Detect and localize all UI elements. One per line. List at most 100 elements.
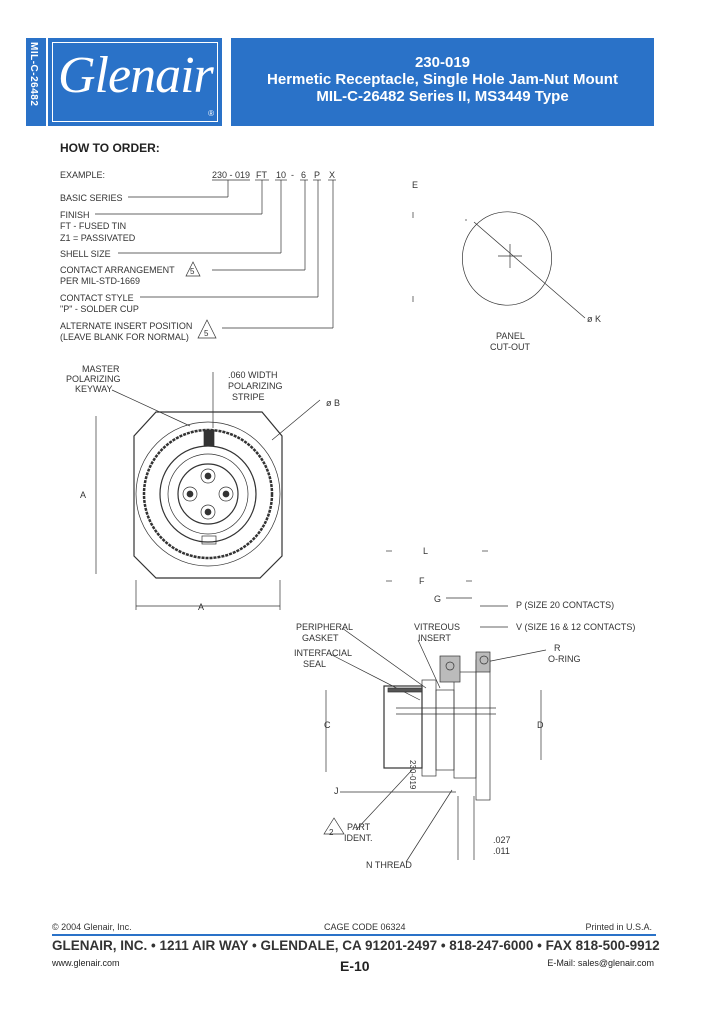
- polarizing-stripe: [203, 429, 215, 447]
- insert-label: INSERT: [418, 633, 451, 643]
- note-triangle-part: [323, 817, 345, 835]
- master-keyway-leader: [111, 389, 191, 427]
- dim-011: .011: [493, 846, 510, 856]
- jam-nut-section: [435, 689, 455, 771]
- gasket-hatch: [439, 655, 461, 683]
- shell-outer: [159, 445, 257, 543]
- page-number: E-10: [340, 958, 370, 974]
- example-code-dash: -: [291, 170, 294, 180]
- seal-label: SEAL: [303, 659, 327, 669]
- finish-label: FINISH: [60, 210, 90, 220]
- seal-band: [387, 687, 423, 693]
- example-label: EXAMPLE:: [60, 170, 106, 180]
- ident-label: IDENT.: [344, 833, 373, 843]
- email[interactable]: E-Mail: sales@glenair.com: [547, 958, 654, 968]
- dim-g: G: [434, 594, 442, 604]
- n-thread-leader: [405, 789, 453, 863]
- flange-section: [421, 679, 437, 777]
- per-mil-std: PER MIL-STD-1669: [60, 276, 141, 286]
- o-ring: [479, 655, 489, 665]
- dim-c: C: [324, 720, 331, 730]
- front-flange: [135, 421, 281, 567]
- contact-2: [182, 486, 198, 502]
- stripe-width-label: .060 WIDTH: [228, 370, 278, 380]
- example-code-shell: 10: [276, 170, 287, 180]
- cutout-label: CUT-OUT: [490, 342, 530, 352]
- contact-style-label: CONTACT STYLE: [60, 293, 134, 303]
- b-leader: [271, 399, 321, 441]
- dim-b: ø B: [326, 398, 341, 408]
- footer-rule: [52, 934, 656, 936]
- example-code-style: P: [314, 170, 321, 180]
- dim-p: P (SIZE 20 CONTACTS): [516, 600, 615, 610]
- k-leader: [473, 221, 586, 319]
- website[interactable]: www.glenair.com: [52, 958, 120, 968]
- shell-inner: [167, 453, 249, 535]
- o-ring-hatch: [475, 651, 491, 673]
- example-code-base: 230 - 019: [212, 170, 251, 180]
- part-ident-leader: [355, 769, 413, 831]
- dim-k: ø K: [587, 314, 602, 324]
- gasket-label: GASKET: [302, 633, 339, 643]
- interfacial-label: INTERFACIAL: [294, 648, 353, 658]
- mounting-flange: [475, 659, 491, 801]
- glenair-logo: Glenair ®: [48, 38, 222, 126]
- logo-registered: ®: [208, 109, 214, 118]
- note-triangle-alt: [197, 319, 217, 339]
- dim-l: L: [423, 546, 429, 556]
- stripe-polarizing-label: POLARIZING: [228, 381, 283, 391]
- keyway-label: KEYWAY: [75, 384, 113, 394]
- vitreous-leader: [417, 639, 441, 689]
- contact-arrangement-label: CONTACT ARRANGEMENT: [60, 265, 175, 275]
- dim-e: E: [412, 180, 419, 190]
- title-block: 230-019 Hermetic Receptacle, Single Hole…: [231, 38, 654, 126]
- logo-text: Glenair: [58, 47, 214, 104]
- note-triangle-arrangement: [185, 261, 201, 277]
- alt-insert-note: 5: [204, 329, 209, 338]
- part-number-title: 230-019: [414, 54, 471, 71]
- master-label: MASTER: [82, 364, 120, 374]
- peripheral-leader: [341, 627, 427, 689]
- n-thread-label: N THREAD: [366, 860, 412, 870]
- part-ident-note: 2: [329, 828, 334, 837]
- finish-z1: Z1 = PASSIVATED: [60, 233, 136, 243]
- polarizing-key: [201, 535, 217, 545]
- dim-f: F: [419, 576, 425, 586]
- dim-d: D: [537, 720, 544, 730]
- dim-a-vertical: A: [80, 490, 87, 500]
- dim-v: V (SIZE 16 & 12 CONTACTS): [516, 622, 636, 632]
- sidebar-tab: MIL-C-26482: [26, 38, 46, 126]
- panel-section: [453, 671, 477, 779]
- dim-r: R: [554, 643, 561, 653]
- panel-cutout-shape: [462, 211, 552, 306]
- gasket-hole: [445, 661, 455, 671]
- panel-label: PANEL: [496, 331, 525, 341]
- contact-4: [200, 504, 216, 520]
- copyright: © 2004 Glenair, Inc.: [52, 922, 132, 932]
- stripe-label: STRIPE: [232, 392, 265, 402]
- how-to-order-heading: HOW TO ORDER:: [60, 141, 160, 155]
- example-code-finish: FT: [256, 170, 267, 180]
- peripheral-label: PERIPHERAL: [296, 622, 354, 632]
- alt-insert-label: ALTERNATE INSERT POSITION: [60, 321, 193, 331]
- shell-size-label: SHELL SIZE: [60, 249, 111, 259]
- contact-1: [200, 468, 216, 484]
- o-ring-label: O-RING: [548, 654, 581, 664]
- company-address: GLENAIR, INC. • 1211 AIR WAY • GLENDALE,…: [52, 938, 660, 953]
- basic-series-label: BASIC SERIES: [60, 193, 123, 203]
- example-code-arrangement: 6: [301, 170, 307, 180]
- jam-nut-hex: [133, 411, 283, 579]
- contact-arrangement-note: 5: [190, 267, 195, 276]
- title-line-1: Hermetic Receptacle, Single Hole Jam-Nut…: [267, 71, 618, 88]
- flange-knurl: [142, 428, 274, 560]
- polarizing-label: POLARIZING: [66, 374, 121, 384]
- dim-a-horizontal: A: [198, 602, 205, 612]
- dim-j: J: [334, 786, 339, 796]
- finish-ft: FT - FUSED TIN: [60, 221, 127, 231]
- o-ring-leader: [485, 649, 547, 663]
- contact-3: [218, 486, 234, 502]
- solder-cup: "P" - SOLDER CUP: [60, 304, 139, 314]
- printed-in: Printed in U.S.A.: [585, 922, 652, 932]
- title-line-2: MIL-C-26482 Series II, MS3449 Type: [316, 88, 569, 105]
